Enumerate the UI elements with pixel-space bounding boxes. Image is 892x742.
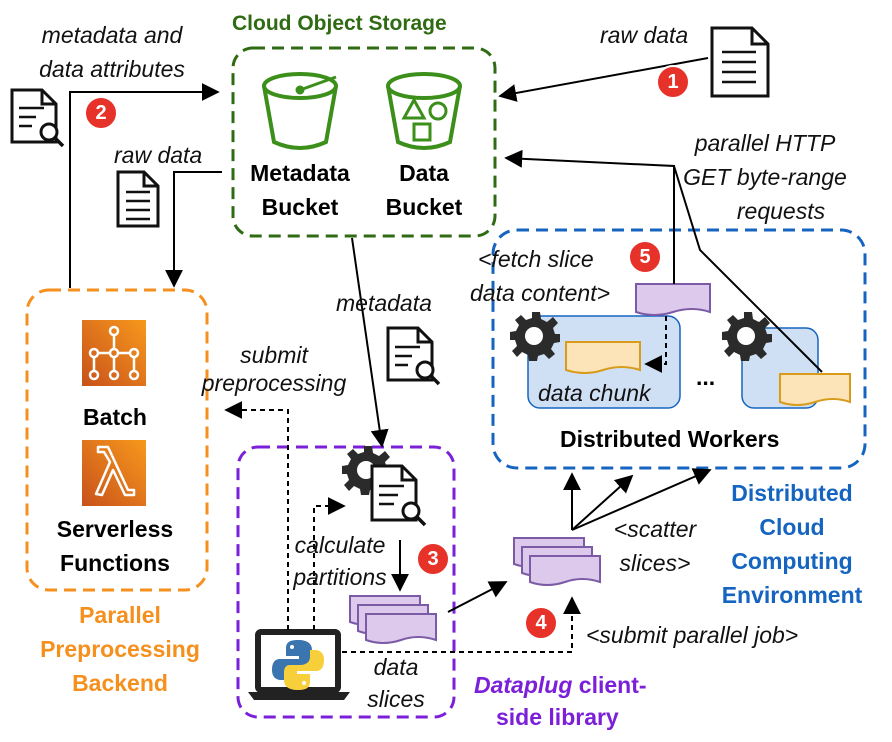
- arrow-submit-parallel-job: [342, 596, 581, 653]
- scatter-slices-icon: [513, 537, 601, 586]
- client-box: [236, 445, 456, 719]
- library-name: Dataplug: [474, 672, 573, 698]
- raw-data-document-icon-left: [116, 170, 160, 228]
- data-slices-label-2: slices: [367, 686, 425, 712]
- cloud-storage-box: [231, 46, 497, 238]
- metadata-bucket-icon: [262, 72, 338, 150]
- backend-title-2: Preprocessing: [40, 636, 200, 662]
- data-slices-label-1: data: [373, 654, 419, 680]
- calculate-partitions-label-1: calculate: [294, 532, 386, 558]
- http-label-3: requests: [736, 198, 826, 224]
- data-chunk-icon: [565, 341, 641, 374]
- data-bucket-label-1: Data: [399, 160, 449, 186]
- storage-title: Cloud Object Storage: [232, 12, 447, 35]
- workers-box: [491, 228, 867, 470]
- arrow-http-request-2: [673, 165, 823, 373]
- data-bucket-label-2: Bucket: [385, 194, 463, 220]
- step-badge-1: 1: [656, 65, 690, 99]
- calculate-partitions-label-2: partitions: [293, 564, 387, 590]
- http-label-2: GET byte-range: [683, 164, 847, 190]
- data-chunk-label: data chunk: [538, 380, 651, 406]
- arrow-raw-data-to-storage: [498, 57, 709, 102]
- worker-gear-icon-1: [510, 312, 560, 361]
- serverless-label-2: Functions: [60, 550, 170, 576]
- raw-data-label-left: raw data: [114, 142, 203, 168]
- batch-label: Batch: [83, 404, 147, 430]
- metadata-bucket-label-1: Metadata: [250, 160, 350, 186]
- env-title-2: Cloud: [759, 514, 825, 540]
- arrow-storage-to-client: [351, 237, 389, 448]
- backend-title-1: Parallel: [79, 602, 161, 628]
- backend-title-3: Backend: [72, 670, 168, 696]
- metadata-document-icon-left: [10, 88, 65, 148]
- python-laptop-icon: [248, 629, 350, 700]
- metadata-attributes-label-2: data attributes: [39, 56, 185, 82]
- data-chunk-icon-2: [779, 373, 851, 406]
- arrow-slices-to-scatter: [447, 581, 508, 613]
- serverless-label-1: Serverless: [56, 516, 174, 542]
- library-rest: client-: [572, 672, 647, 698]
- step-badge-4: 4: [524, 606, 558, 640]
- submit-preprocessing-label-2: preprocessing: [201, 370, 347, 396]
- metadata-document-icon-mid: [386, 326, 441, 386]
- submit-preprocessing-label-1: submit: [240, 342, 308, 368]
- step-badge-5: 5: [628, 240, 662, 274]
- fetch-slice-label-2: data content>: [470, 280, 611, 306]
- raw-data-document-icon-top: [710, 26, 770, 98]
- arrow-storage-to-backend: [165, 171, 222, 288]
- data-bucket-icon: [386, 72, 462, 150]
- lambda-icon: [82, 440, 146, 506]
- step-badge-3: 3: [416, 542, 450, 576]
- client-document-icon: [370, 464, 427, 527]
- workers-title: Distributed Workers: [560, 426, 780, 452]
- client-library-title-2: side library: [496, 704, 619, 730]
- env-title-1: Distributed: [731, 480, 853, 506]
- arrow-metadata-to-storage: [69, 83, 220, 288]
- submit-parallel-job-label: <submit parallel job>: [586, 622, 799, 648]
- scatter-slices-label-1: <scatter: [613, 516, 697, 542]
- raw-data-label-top: raw data: [600, 22, 689, 48]
- arrow-slice-to-chunk: [644, 316, 667, 373]
- arrow-laptop-to-gear: [313, 497, 346, 630]
- worker-ellipsis: ...: [696, 364, 716, 390]
- env-title-3: Computing: [731, 548, 853, 574]
- worker-gear-icon-2: [722, 312, 772, 361]
- fetch-slice-label-1: <fetch slice: [478, 246, 594, 272]
- arrow-submit-preprocessing: [224, 401, 289, 630]
- backend-box: [25, 288, 209, 592]
- metadata-label: metadata: [336, 290, 432, 316]
- metadata-attributes-label-1: metadata and: [41, 22, 183, 48]
- http-label-1: parallel HTTP: [694, 130, 836, 156]
- arrow-scatter-3: [571, 468, 712, 531]
- batch-icon: [82, 320, 146, 386]
- scatter-slices-label-2: slices>: [619, 550, 691, 576]
- data-slices-icon: [349, 595, 437, 644]
- env-title-4: Environment: [721, 582, 863, 608]
- client-library-title-1: Dataplug client-: [474, 674, 647, 697]
- step-badge-2: 2: [84, 96, 118, 130]
- fetched-slice-icon: [635, 283, 711, 316]
- metadata-bucket-label-2: Bucket: [261, 194, 339, 220]
- arrow-scatter-2: [571, 474, 634, 531]
